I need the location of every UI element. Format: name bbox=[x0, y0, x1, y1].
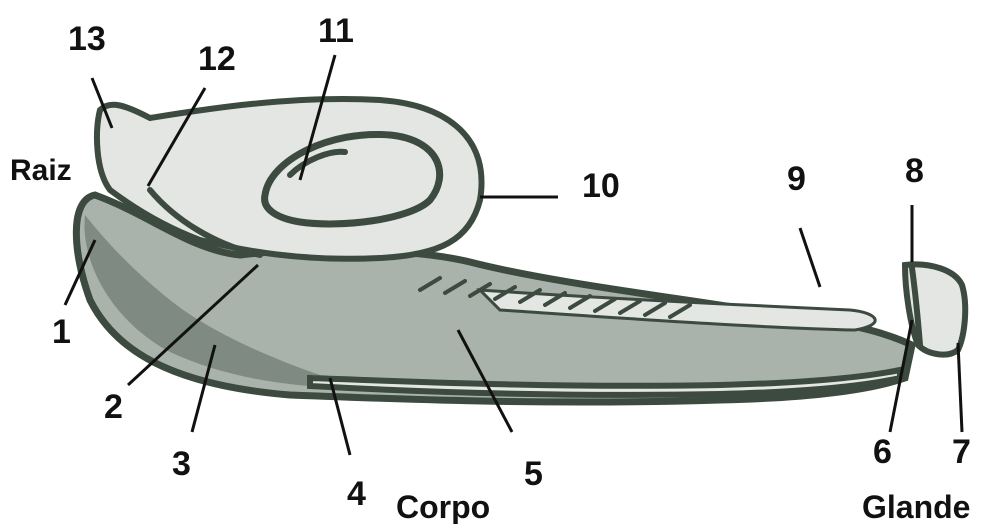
label-8: 8 bbox=[905, 152, 924, 190]
label-3: 3 bbox=[172, 445, 191, 483]
label-13: 13 bbox=[68, 20, 106, 58]
label-5: 5 bbox=[524, 455, 543, 493]
region-root: Raiz bbox=[10, 154, 72, 187]
label-1: 1 bbox=[52, 313, 71, 351]
label-7: 7 bbox=[952, 433, 971, 471]
region-glans: Glande bbox=[862, 489, 970, 524]
label-6: 6 bbox=[873, 433, 892, 471]
label-11: 11 bbox=[318, 12, 354, 50]
label-10: 10 bbox=[582, 167, 620, 205]
label-9: 9 bbox=[787, 160, 806, 198]
label-12: 12 bbox=[198, 40, 236, 78]
label-4: 4 bbox=[347, 475, 366, 513]
region-body: Corpo bbox=[396, 489, 490, 524]
label-2: 2 bbox=[104, 388, 123, 426]
